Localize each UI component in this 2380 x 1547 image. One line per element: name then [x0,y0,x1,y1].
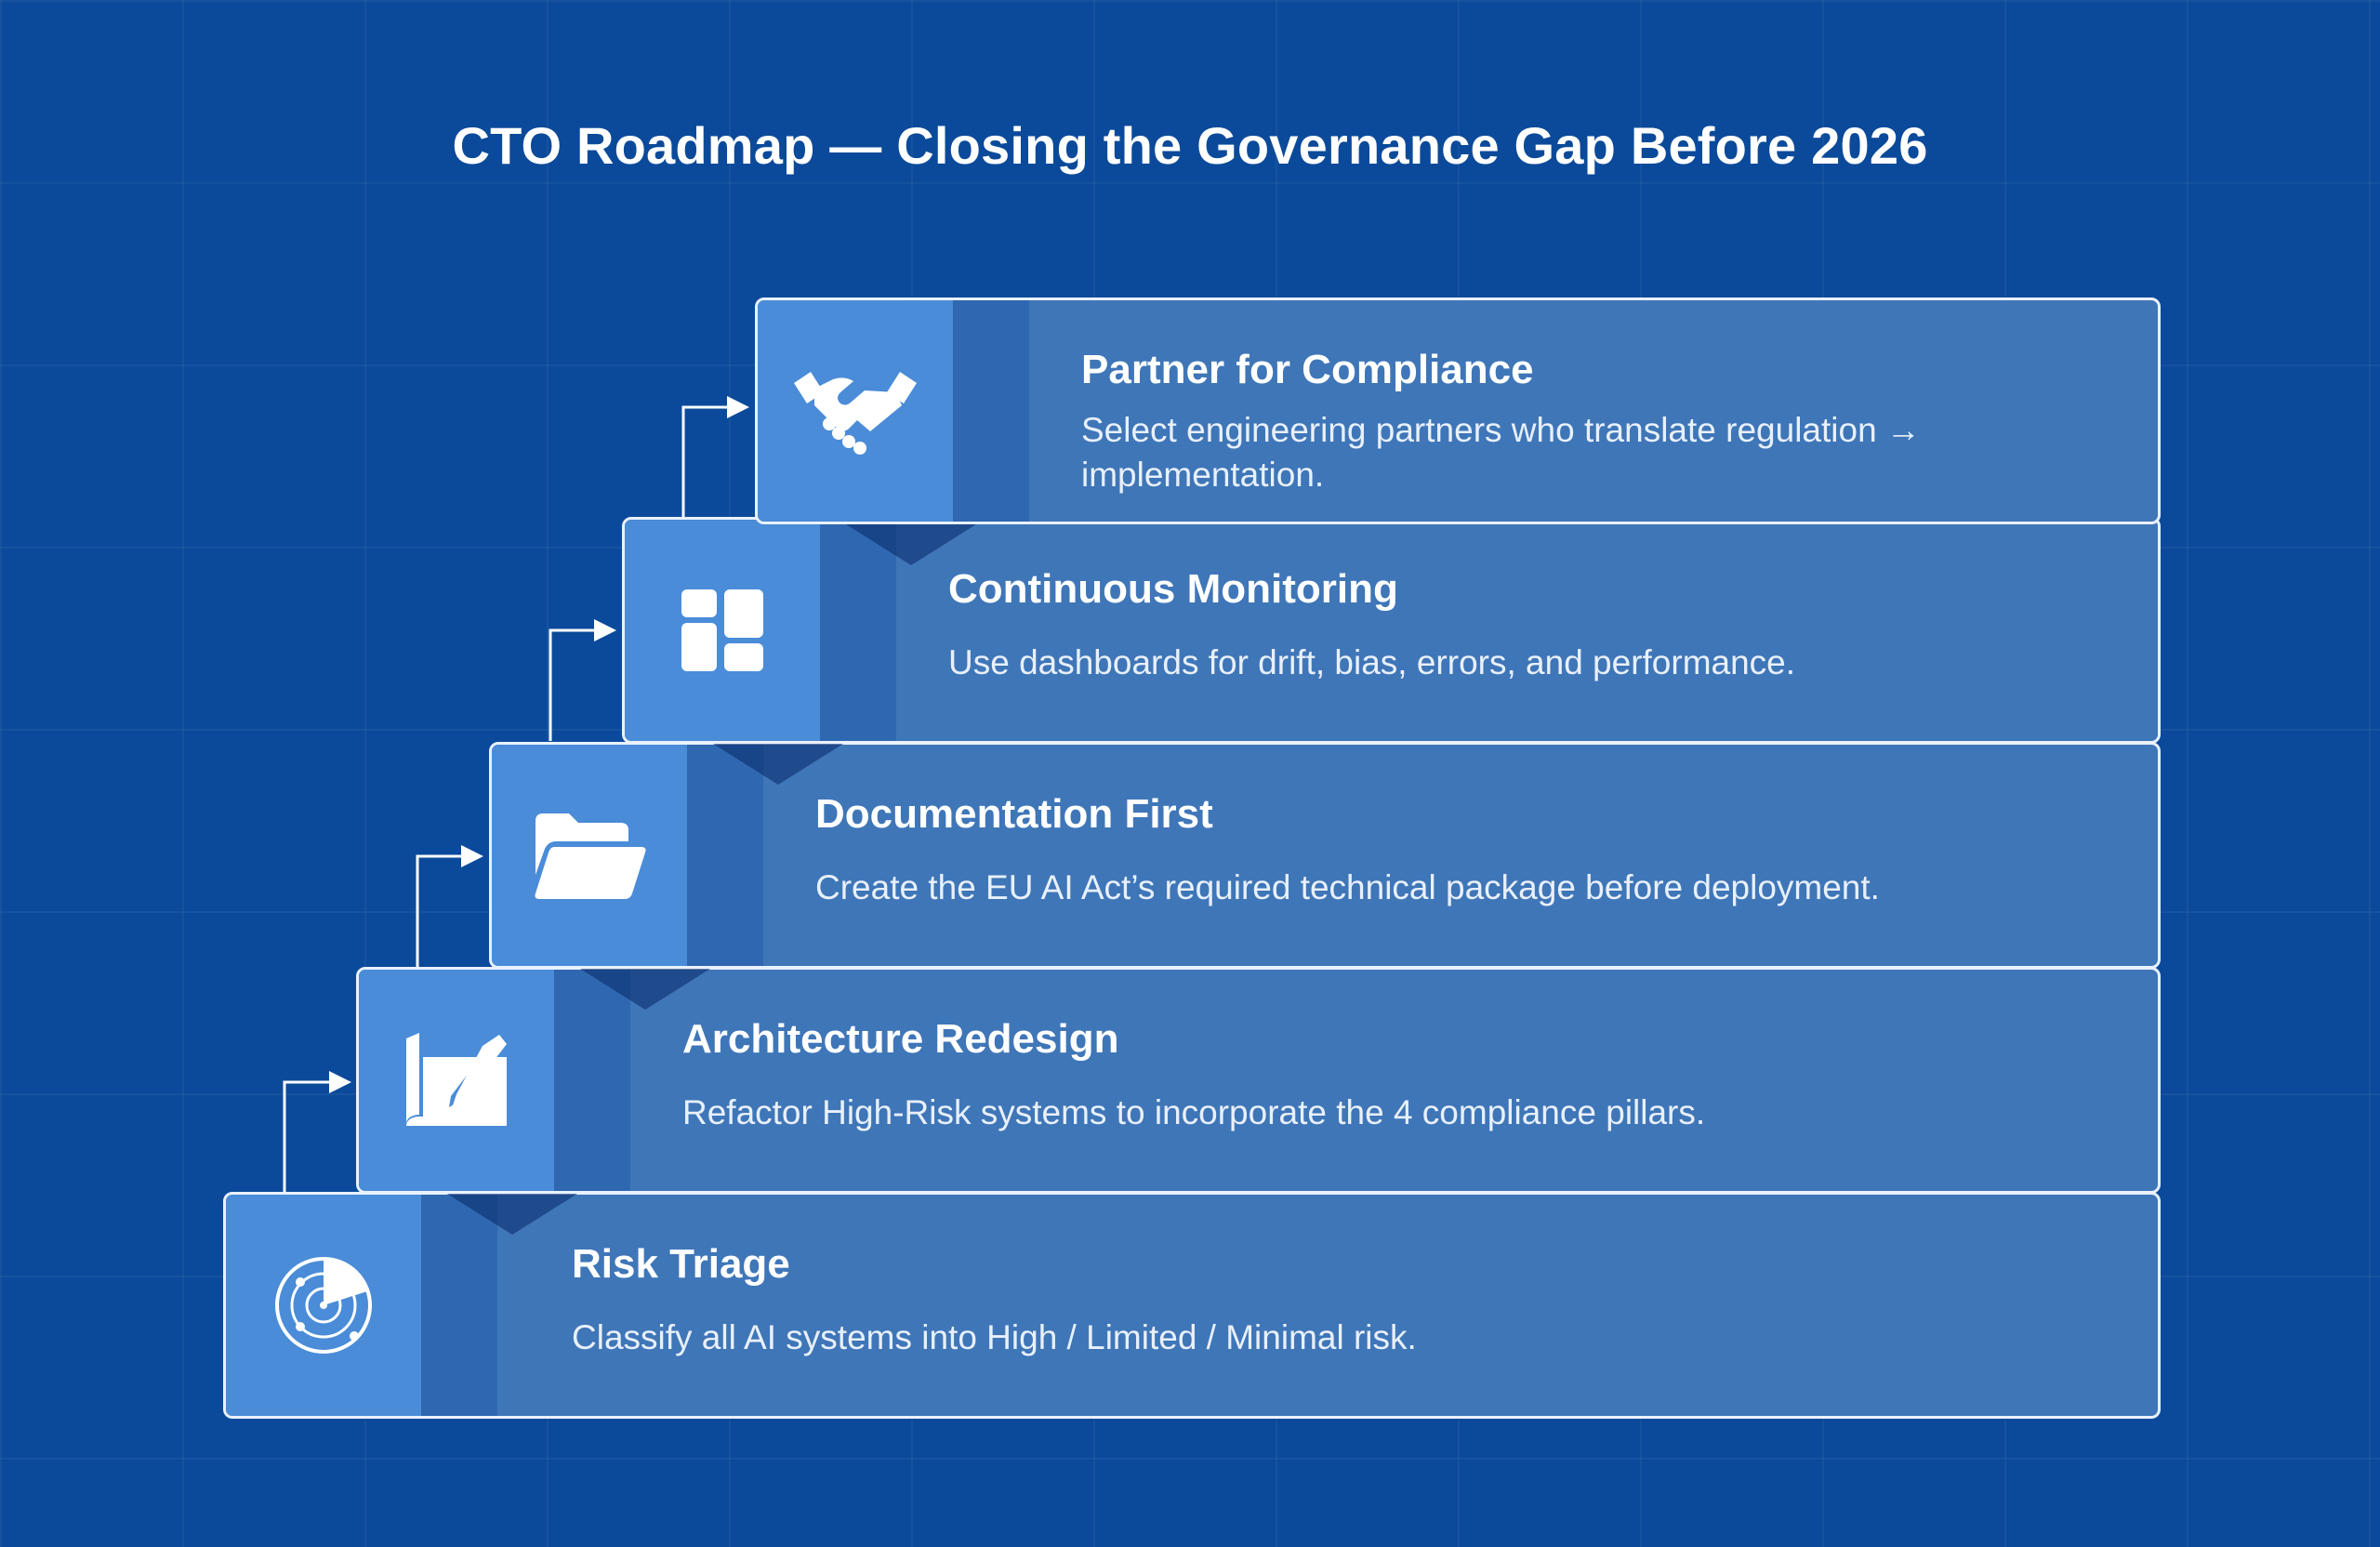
page-title: CTO Roadmap — Closing the Governance Gap… [452,116,1928,175]
icon-panel [758,300,953,522]
step-card-partner-for-compliance: Partner for Compliance Select engineerin… [755,298,2161,524]
connector-arrow [549,619,616,741]
step-description: Refactor High-Risk systems to incorporat… [682,1093,1706,1131]
step-title: Architecture Redesign [682,1016,1119,1062]
step-band [953,300,1029,522]
icon-panel [226,1195,421,1416]
step-shadow [713,744,843,785]
icon-panel [492,745,687,966]
dashboard-icon [681,589,763,671]
step-title: Risk Triage [572,1241,790,1287]
handshake-icon [794,372,917,455]
step-shadow [447,1194,577,1235]
step-shadow [580,969,710,1010]
step-description: Use dashboards for drift, bias, errors, … [948,643,1796,681]
icon-panel [625,520,820,741]
icon-panel [359,970,554,1191]
blueprint-pen-icon [406,1033,507,1126]
step-title: Documentation First [815,791,1213,837]
step-title: Continuous Monitoring [948,566,1398,612]
connector-arrow [283,1071,351,1193]
connector-arrow [681,396,749,517]
step-shadow [846,524,976,565]
step-description: Select engineering partners who translat… [1081,411,1921,494]
step-description: Create the EU AI Act’s required technica… [815,868,1880,906]
radar-icon [275,1257,372,1354]
step-description: Classify all AI systems into High / Limi… [572,1318,1417,1356]
step-title: Partner for Compliance [1081,347,1534,392]
connector-arrow [416,845,483,967]
folder-icon [535,813,646,899]
